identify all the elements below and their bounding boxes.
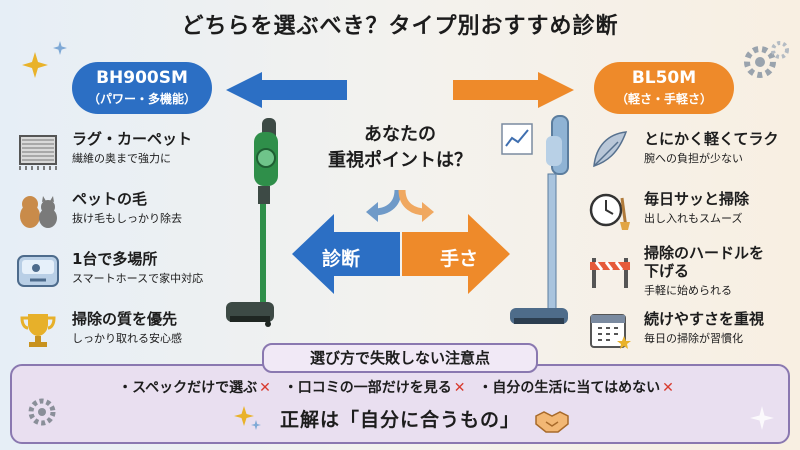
model-name-left: BH900SM [96,68,188,88]
feature-title: 掃除の質を優先 [72,310,178,328]
caution-item: ・自分の生活に当てはめない [478,380,661,396]
caution-item: ・口コミの一部だけを見る [283,380,452,396]
gear-icon [28,398,56,426]
rug-icon [19,135,57,170]
center-question: あなたの 重視ポイントは？ [318,122,482,174]
cross-icon: ✕ [259,380,271,396]
feature-continue: 続けやすさを重視 毎日の掃除が習慣化 [588,306,794,358]
gear-icon [744,41,789,78]
feature-title: 毎日サッと掃除 [644,190,750,208]
answer-text: 正解は「自分に合うもの」 [279,409,520,431]
feature-rug: ラグ・カーペット 繊維の奥まで強力に [16,126,236,178]
feature-desc: 出し入れもスムーズ [644,212,743,225]
big-arrow-left-label: 診断 [322,248,361,270]
big-arrow-right [402,214,510,294]
feature-hurdle: 掃除のハードルを 下げる 手軽に始められる [588,240,794,300]
feature-title: 1台で多場所 [72,250,158,268]
feature-desc: 毎日の掃除が習慣化 [644,332,743,345]
feature-title-line2: 下げる [644,262,690,280]
feature-title: ペットの毛 [72,190,148,208]
vacuum-green-icon [226,118,278,327]
big-arrow-right-label: 手さ [440,248,479,270]
sparkle-icon [234,406,261,430]
feature-multi-place: 1台で多場所 スマートホースで家中対応 [16,246,246,298]
caution-list: ・スペックだけで選ぶ✕ ・口コミの一部だけを見る✕ ・自分の生活に当てはめない✕ [0,377,800,397]
feature-desc: 繊維の奥まで強力に [72,152,171,165]
center-question-line1: あなたの [364,124,436,145]
caution-item: ・スペックだけで選ぶ [118,380,258,396]
feather-icon [593,131,628,168]
feature-pet: ペットの毛 抜け毛もしっかり除去 [16,186,236,238]
big-arrow-left [292,214,400,294]
car-icon [17,255,59,287]
sparkle-icon [750,406,774,430]
trophy-icon [20,314,56,347]
vacuum-blue-icon [510,115,569,324]
sparkle-icon [22,52,48,78]
chart-icon [501,123,533,155]
split-arrows-icon [366,189,434,222]
clock-icon [589,193,630,230]
calendar-icon [590,314,631,349]
feature-title: 続けやすさを重視 [644,310,765,328]
handshake-icon [535,411,569,433]
sparkle-icon [53,41,67,55]
arrow-right-icon [453,72,574,108]
feature-desc: しっかり取れる安心感 [72,332,182,345]
feature-desc: 抜け毛もしっかり除去 [72,212,182,225]
model-badge-left: BH900SM （パワー・多機能） [72,62,212,114]
cross-icon: ✕ [662,380,674,396]
feature-daily: 毎日サッと掃除 出し入れもスムーズ [588,186,794,238]
pet-icon [20,196,57,228]
feature-desc: 腕への負担が少ない [644,152,743,165]
model-subtitle-left: （パワー・多機能） [87,92,196,106]
feature-light: とにかく軽くてラク 腕への負担が少ない [588,126,794,178]
feature-quality: 掃除の質を優先 しっかり取れる安心感 [16,306,236,358]
page-title: どちらを選ぶべき？タイプ別おすすめ診断 [181,14,619,39]
feature-desc: 手軽に始められる [644,284,732,297]
caution-heading: 選び方で失敗しない注意点 [262,343,538,373]
barrier-icon [590,258,630,288]
feature-title: ラグ・カーペット [72,130,193,148]
model-name-right: BL50M [631,68,697,88]
model-badge-right: BL50M （軽さ・手軽さ） [594,62,734,114]
model-subtitle-right: （軽さ・手軽さ） [615,92,712,106]
feature-desc: スマートホースで家中対応 [72,272,204,285]
feature-title: 掃除のハードルを [644,244,765,262]
center-question-line2: 重視ポイントは？ [328,150,472,171]
caution-panel [10,364,790,444]
arrow-left-icon [226,72,347,108]
cross-icon: ✕ [453,380,466,396]
feature-title: とにかく軽くてラク [644,130,779,148]
